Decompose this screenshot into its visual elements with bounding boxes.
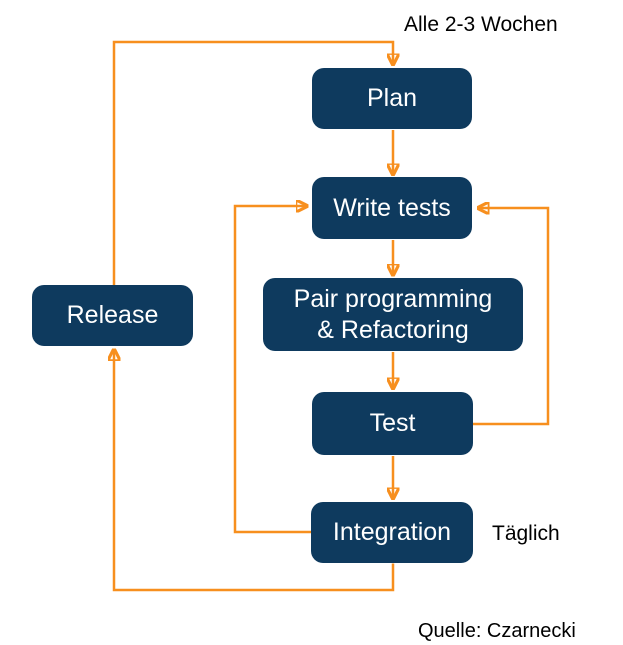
node-integration: Integration [311,502,473,563]
arrow-release-to-plan [112,40,393,285]
node-release: Release [32,285,193,346]
daily-frequency-label: Täglich [492,522,560,545]
arrow-integration-to-write-tests [233,206,311,534]
cycle-frequency-label: Alle 2-3 Wochen [404,13,558,36]
node-plan-label: Plan [366,84,418,113]
arrow-test-to-write-tests [473,208,550,426]
arrow-integration-to-release [114,350,395,592]
node-write-tests-label: Write tests [333,193,451,222]
node-pair-programming-refactoring: Pair programming & Refactoring [263,278,523,351]
node-test: Test [312,392,473,455]
node-integration-label: Integration [332,518,452,547]
node-write-tests: Write tests [312,177,472,239]
node-pair-programming-refactoring-label: Pair programming & Refactoring [293,285,493,344]
node-plan: Plan [312,68,472,129]
node-release-label: Release [66,301,159,330]
source-label: Quelle: Czarnecki [418,620,576,642]
node-test-label: Test [369,409,416,438]
